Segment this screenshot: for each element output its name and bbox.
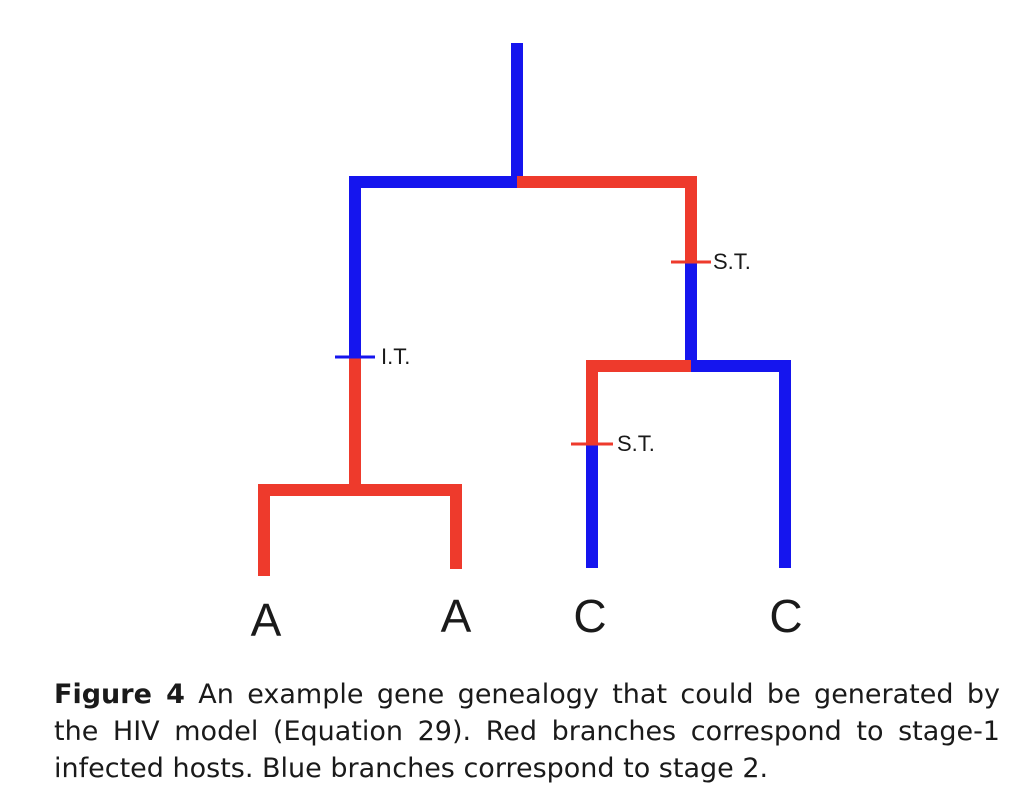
caption-text: An example gene genealogy that could be … [54, 679, 1001, 784]
figure-label: Figure 4 [54, 679, 185, 710]
tip-label-c-2: C [769, 590, 802, 642]
tip-label-c-1: C [573, 590, 606, 642]
event-label-right-upper-transmission: S.T. [713, 249, 751, 274]
figure-caption: Figure 4 An example gene genealogy that … [54, 676, 1000, 787]
gene-genealogy-diagram: A A C C I.T. S.T. S.T. [251, 43, 803, 646]
tip-label-a-2: A [441, 590, 472, 642]
tip-label-a-1: A [251, 594, 282, 646]
event-label-right-lower-transmission: S.T. [617, 431, 655, 456]
event-label-left-transmission: I.T. [381, 344, 410, 369]
